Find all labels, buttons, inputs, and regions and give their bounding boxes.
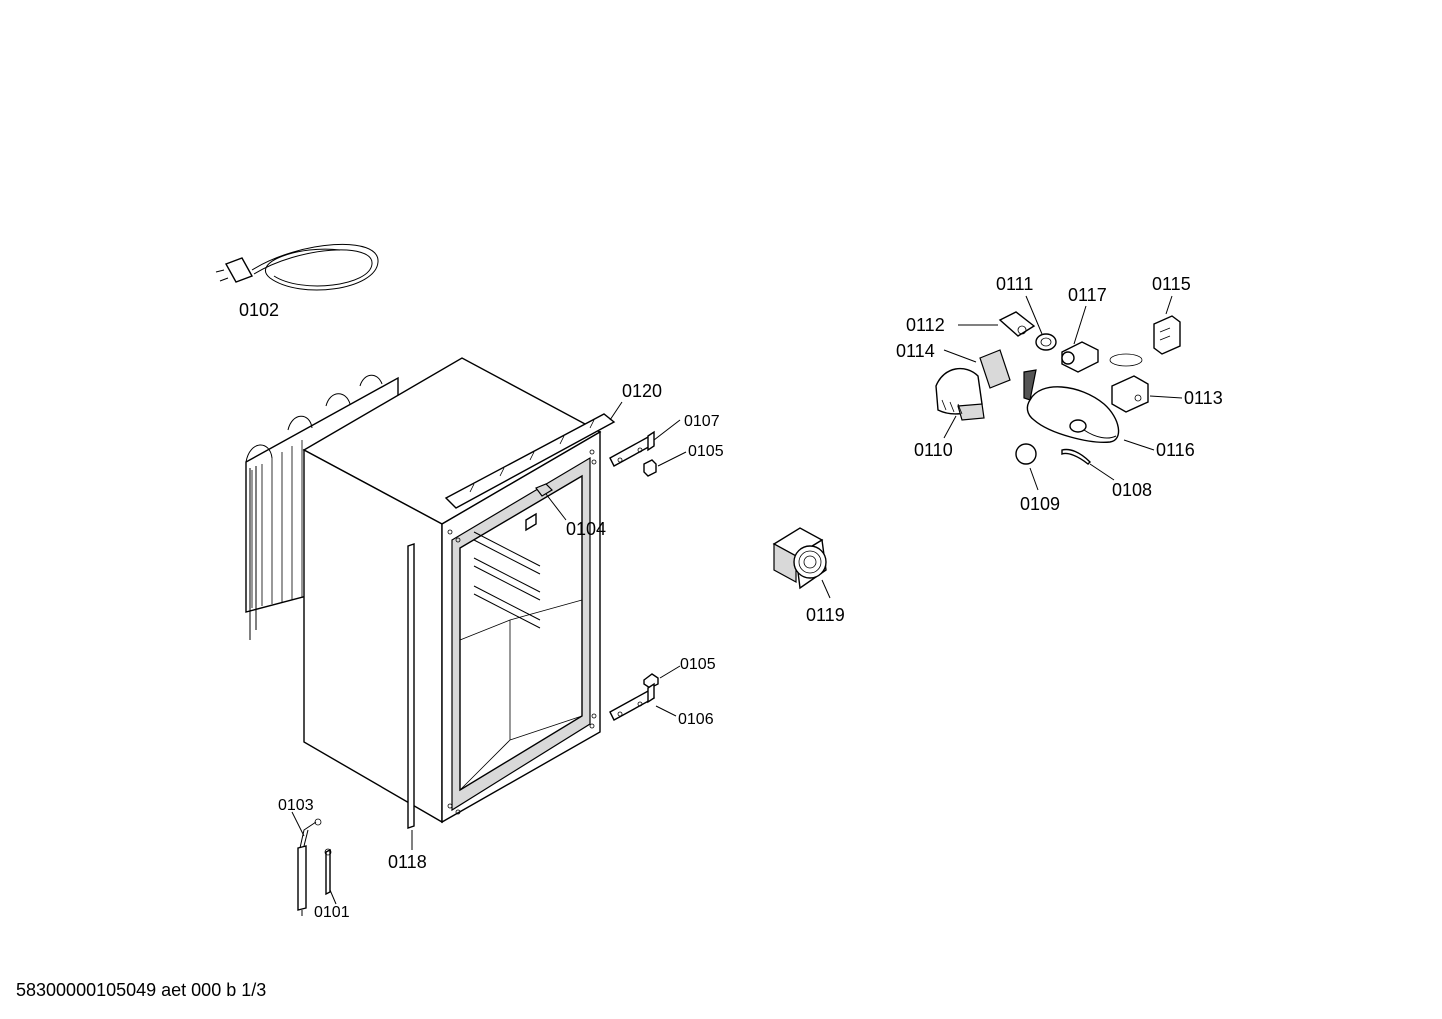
label-0119: 0119 [806, 605, 845, 625]
lamp-ring-part [1035, 333, 1057, 351]
leader-0106 [655, 705, 677, 717]
leader-0111 [1025, 295, 1043, 335]
hinge-pin-top-part [643, 459, 657, 477]
label-0106: 0106 [678, 711, 714, 728]
label-0109: 0109 [1020, 494, 1060, 514]
label-0107: 0107 [684, 413, 720, 430]
leader-0120 [609, 401, 623, 421]
leader-0110 [943, 415, 957, 439]
label-0104: 0104 [566, 519, 606, 539]
label-0120: 0120 [622, 381, 662, 401]
label-0111: 0111 [996, 274, 1033, 294]
label-0114: 0114 [896, 341, 935, 361]
insulation-pad-part [979, 349, 1011, 389]
power-cord-part [215, 243, 379, 291]
refrigerator-cabinet [302, 357, 602, 824]
label-0102: 0102 [239, 300, 279, 320]
light-guide-part [1061, 448, 1091, 465]
leader-0105a [657, 451, 687, 467]
connector-part [1153, 315, 1181, 355]
leader-0117 [1073, 305, 1087, 345]
label-0108: 0108 [1112, 480, 1152, 500]
label-0101: 0101 [314, 904, 350, 921]
top-hinge-part [609, 430, 655, 467]
label-0115: 0115 [1152, 274, 1191, 294]
leader-0105b [659, 665, 681, 679]
label-0110: 0110 [914, 440, 953, 460]
leader-0113 [1149, 395, 1183, 399]
lamp-cover-part [935, 367, 985, 421]
label-0105-top: 0105 [688, 443, 724, 460]
temperature-probe-part [297, 818, 322, 916]
bottom-hinge-part [609, 682, 655, 721]
leader-0109 [1029, 467, 1039, 491]
seal-strip-part [407, 543, 415, 829]
leader-0119 [821, 579, 831, 599]
lamp-socket-part [998, 311, 1036, 337]
label-0113: 0113 [1184, 388, 1223, 408]
sensor-part-0104 [535, 483, 553, 497]
fan-cover-part [772, 527, 827, 590]
leader-0115 [1165, 295, 1173, 315]
leader-0103 [291, 811, 305, 837]
label-0112: 0112 [906, 315, 945, 335]
lamp-housing-part [1023, 369, 1120, 443]
label-0103: 0103 [278, 797, 314, 814]
leader-0114 [943, 349, 977, 363]
leader-0116 [1123, 439, 1155, 451]
leader-0107 [653, 419, 681, 441]
leader-0108 [1089, 463, 1115, 481]
label-0118: 0118 [388, 852, 427, 872]
leader-0104 [545, 493, 567, 521]
top-mounting-rail-part [444, 413, 616, 509]
switch-part [1061, 341, 1099, 373]
drawing-code-footer: 58300000105049 aet 000 b 1/3 [16, 980, 267, 1000]
probe-rod-part [324, 848, 332, 896]
label-0116: 0116 [1156, 440, 1195, 460]
label-0105-bottom: 0105 [680, 656, 716, 673]
thermostat-part [1109, 353, 1149, 413]
label-0117: 0117 [1068, 285, 1107, 305]
control-knob-part [1015, 443, 1037, 465]
leader-0101 [329, 889, 337, 905]
